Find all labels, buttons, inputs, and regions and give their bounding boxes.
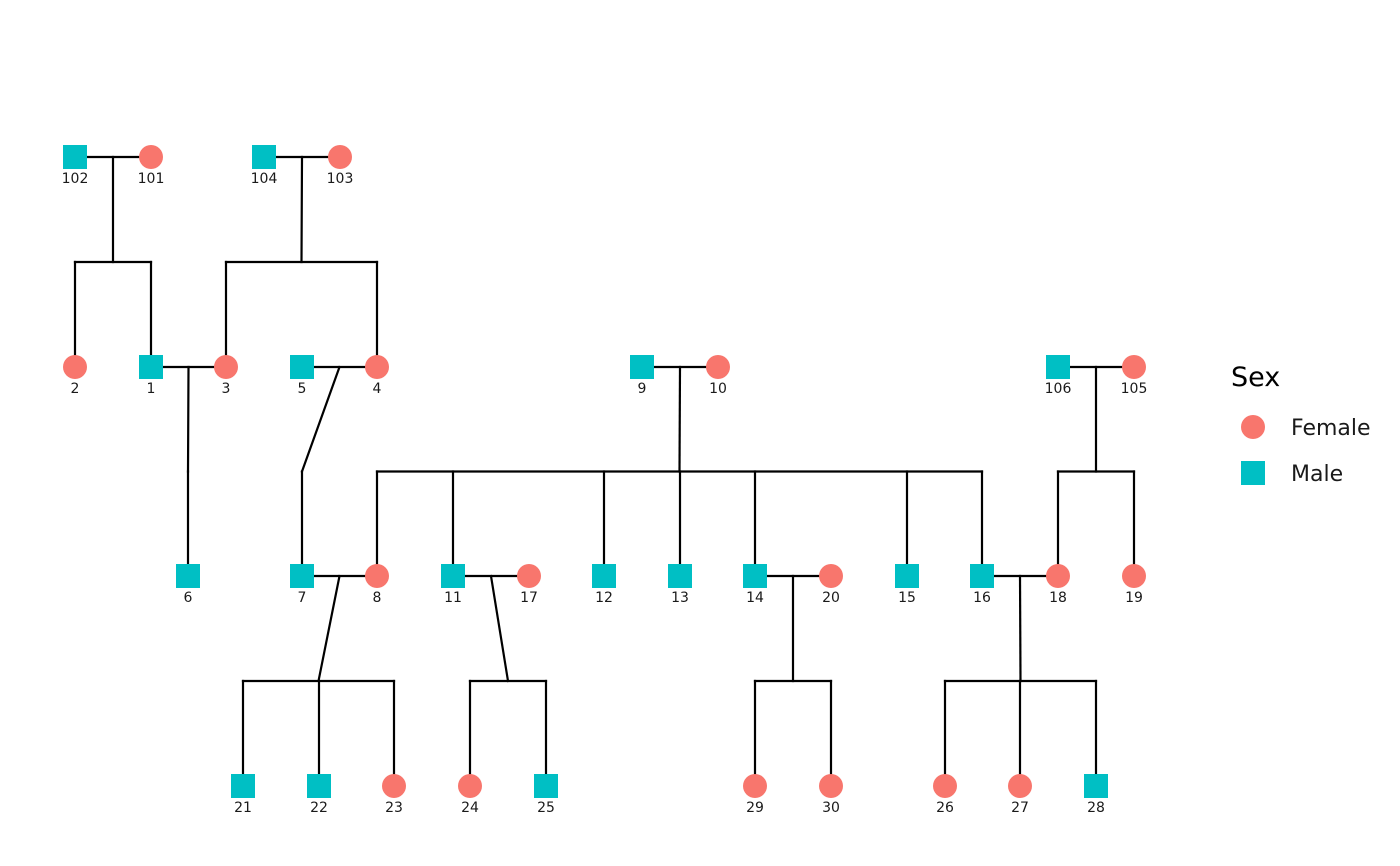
individual-label-14: 14 xyxy=(746,590,764,606)
descent-line-104-103 xyxy=(300,155,304,264)
female-symbol-2 xyxy=(63,355,87,379)
individual-label-26: 26 xyxy=(936,800,954,816)
individual-label-12: 12 xyxy=(595,590,613,606)
individual-label-7: 7 xyxy=(298,590,307,606)
individual-label-17: 17 xyxy=(520,590,538,606)
legend: Sex Female Male xyxy=(1231,362,1371,487)
individual-label-30: 30 xyxy=(822,800,840,816)
descent-line-1-3 xyxy=(186,365,190,473)
individual-label-8: 8 xyxy=(373,590,382,606)
male-symbol-106 xyxy=(1046,355,1070,379)
male-symbol-11 xyxy=(441,564,465,588)
legend-male-label: Male xyxy=(1291,462,1343,487)
individual-label-19: 19 xyxy=(1125,590,1143,606)
female-symbol-24 xyxy=(458,774,482,798)
male-symbol-13 xyxy=(668,564,692,588)
individual-label-101: 101 xyxy=(138,171,165,187)
individual-label-9: 9 xyxy=(638,381,647,397)
individual-label-105: 105 xyxy=(1121,381,1148,397)
male-symbol-102 xyxy=(63,145,87,169)
individual-label-1: 1 xyxy=(147,381,156,397)
individual-label-25: 25 xyxy=(537,800,555,816)
descent-line-16-18 xyxy=(1018,574,1022,683)
individual-label-21: 21 xyxy=(234,800,252,816)
female-symbol-17 xyxy=(517,564,541,588)
individual-label-2: 2 xyxy=(71,381,80,397)
individual-label-4: 4 xyxy=(373,381,382,397)
pedigree-lines xyxy=(73,155,1136,788)
individual-label-3: 3 xyxy=(222,381,231,397)
female-symbol-20 xyxy=(819,564,843,588)
individual-label-20: 20 xyxy=(822,590,840,606)
individual-label-16: 16 xyxy=(973,590,991,606)
female-symbol-27 xyxy=(1008,774,1032,798)
legend-title: Sex xyxy=(1231,362,1280,393)
individual-label-10: 10 xyxy=(709,381,727,397)
female-symbol-101 xyxy=(139,145,163,169)
male-symbol-1 xyxy=(139,355,163,379)
individual-label-103: 103 xyxy=(327,171,354,187)
individual-label-102: 102 xyxy=(62,171,89,187)
individual-label-27: 27 xyxy=(1011,800,1029,816)
male-symbol-12 xyxy=(592,564,616,588)
female-symbol-18 xyxy=(1046,564,1070,588)
male-symbol-15 xyxy=(895,564,919,588)
individual-label-6: 6 xyxy=(184,590,193,606)
male-symbol-5 xyxy=(290,355,314,379)
descent-line-9-10 xyxy=(678,365,682,473)
female-symbol-105 xyxy=(1122,355,1146,379)
individual-label-15: 15 xyxy=(898,590,916,606)
male-symbol-104 xyxy=(252,145,276,169)
female-symbol-103 xyxy=(328,145,352,169)
individual-label-29: 29 xyxy=(746,800,764,816)
male-symbol-6 xyxy=(176,564,200,588)
female-symbol-10 xyxy=(706,355,730,379)
female-symbol-29 xyxy=(743,774,767,798)
male-symbol-7 xyxy=(290,564,314,588)
female-symbol-23 xyxy=(382,774,406,798)
female-symbol-30 xyxy=(819,774,843,798)
male-symbol-14 xyxy=(743,564,767,588)
individual-label-106: 106 xyxy=(1045,381,1072,397)
male-symbol-21 xyxy=(231,774,255,798)
individual-label-104: 104 xyxy=(251,171,278,187)
male-symbol-28 xyxy=(1084,774,1108,798)
legend-female-label: Female xyxy=(1291,416,1371,441)
individual-label-24: 24 xyxy=(461,800,479,816)
individual-label-22: 22 xyxy=(310,800,328,816)
individual-label-23: 23 xyxy=(385,800,403,816)
individual-label-13: 13 xyxy=(671,590,689,606)
descent-line-11-17 xyxy=(489,574,510,683)
female-symbol-8 xyxy=(365,564,389,588)
legend-male-symbol xyxy=(1241,461,1265,485)
female-symbol-19 xyxy=(1122,564,1146,588)
individual-label-18: 18 xyxy=(1049,590,1067,606)
male-symbol-25 xyxy=(534,774,558,798)
individual-label-28: 28 xyxy=(1087,800,1105,816)
female-symbol-4 xyxy=(365,355,389,379)
female-symbol-3 xyxy=(214,355,238,379)
legend-female-symbol xyxy=(1241,415,1265,439)
individual-label-5: 5 xyxy=(298,381,307,397)
descent-line-5-4 xyxy=(300,365,341,473)
descent-line-7-8 xyxy=(317,574,341,683)
male-symbol-9 xyxy=(630,355,654,379)
individual-label-11: 11 xyxy=(444,590,462,606)
female-symbol-26 xyxy=(933,774,957,798)
male-symbol-16 xyxy=(970,564,994,588)
male-symbol-22 xyxy=(307,774,331,798)
